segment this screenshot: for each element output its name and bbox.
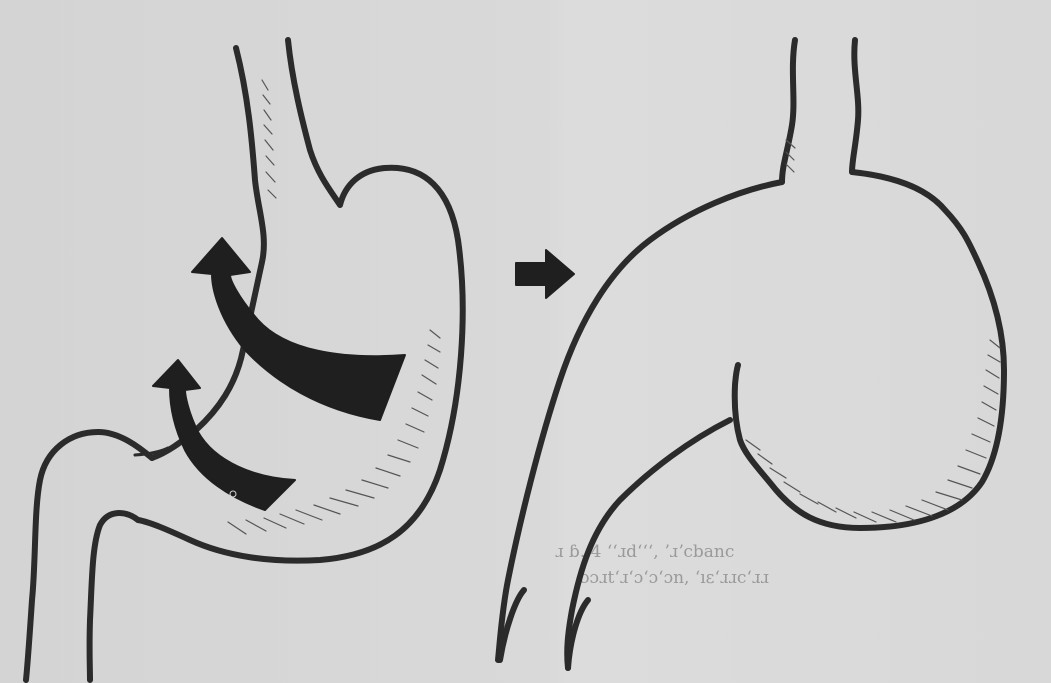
left-duodenum-lower <box>90 513 138 680</box>
left-greater-curvature <box>138 40 463 561</box>
bleed-through-text-1: ɹ ɓ. 4 ʻʻɹdʻʻʻ, ʼɹʼcbanc <box>555 542 734 562</box>
left-panel-stomach <box>26 40 463 680</box>
bleed-through-text-2: ɔɔɹtʻɹʻɔʻɔʻɔn, ʻıεʻɹɹcʻɹɹ <box>580 568 769 588</box>
right-stomach-outer-contour <box>735 172 1004 528</box>
right-esophagus-left-wall <box>782 40 795 182</box>
right-hatching <box>746 140 1000 522</box>
left-hatching <box>228 80 440 534</box>
right-lesser-curvature <box>498 182 782 660</box>
transition-right-arrow <box>516 250 574 298</box>
small-reflux-arrow <box>153 360 295 510</box>
right-esophagus-right-wall <box>852 40 858 172</box>
